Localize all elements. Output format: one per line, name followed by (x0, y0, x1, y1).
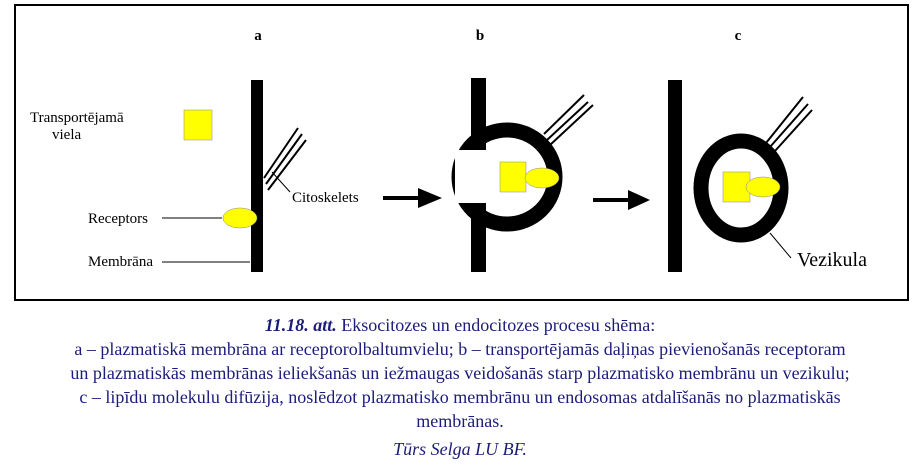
figure-title: Eksocitozes un endocitozes procesu shēma… (341, 315, 656, 335)
cytoskeleton (263, 127, 307, 191)
membrane-bottom (471, 203, 486, 272)
label-transport-1: Transportējamā (30, 110, 124, 126)
caption-credit: Tūrs Selga LU BF. (393, 439, 527, 459)
panel-b (451, 78, 594, 272)
caption-line-b: un plazmatiskās membrānas ieliekšanās un… (70, 363, 850, 383)
receptor (222, 207, 258, 229)
cytoskeleton (543, 94, 594, 146)
diagram-frame (14, 4, 909, 301)
figure-number: 11.18. att. (264, 315, 337, 335)
arrow-icon (383, 188, 442, 208)
receptor (745, 176, 781, 198)
caption-line-c: c – lipīdu molekulu difūzija, noslēdzot … (79, 387, 841, 407)
label-transport-2: viela (52, 127, 81, 143)
membrane (668, 80, 682, 272)
panel-c: Vezikula (668, 80, 867, 272)
vesicle (693, 133, 789, 243)
panel-label-c: c (735, 28, 742, 44)
caption-line-a: a – plazmatiskā membrāna ar receptorolba… (74, 339, 846, 359)
membrane-top (471, 78, 486, 150)
label-receptors: Receptors (88, 211, 148, 227)
caption-title: 11.18. att. Eksocitozes un endocitozes p… (0, 313, 920, 337)
caption-line-d: membrānas. (416, 411, 504, 431)
cargo-particle (722, 171, 751, 203)
panel-a: Transportējamā viela Receptors Membrāna … (30, 80, 359, 272)
label-cytoskeleton: Citoskelets (292, 190, 359, 206)
cytoskeleton (765, 96, 813, 152)
label-membrane: Membrāna (88, 254, 153, 270)
cargo-particle (499, 161, 527, 193)
receptor (524, 167, 560, 189)
label-vesicle: Vezikula (797, 249, 867, 271)
panel-label-b: b (476, 28, 484, 44)
cargo-particle (183, 109, 213, 141)
arrow-icon (593, 190, 650, 210)
membrane (251, 80, 263, 272)
panel-label-a: a (254, 28, 262, 44)
